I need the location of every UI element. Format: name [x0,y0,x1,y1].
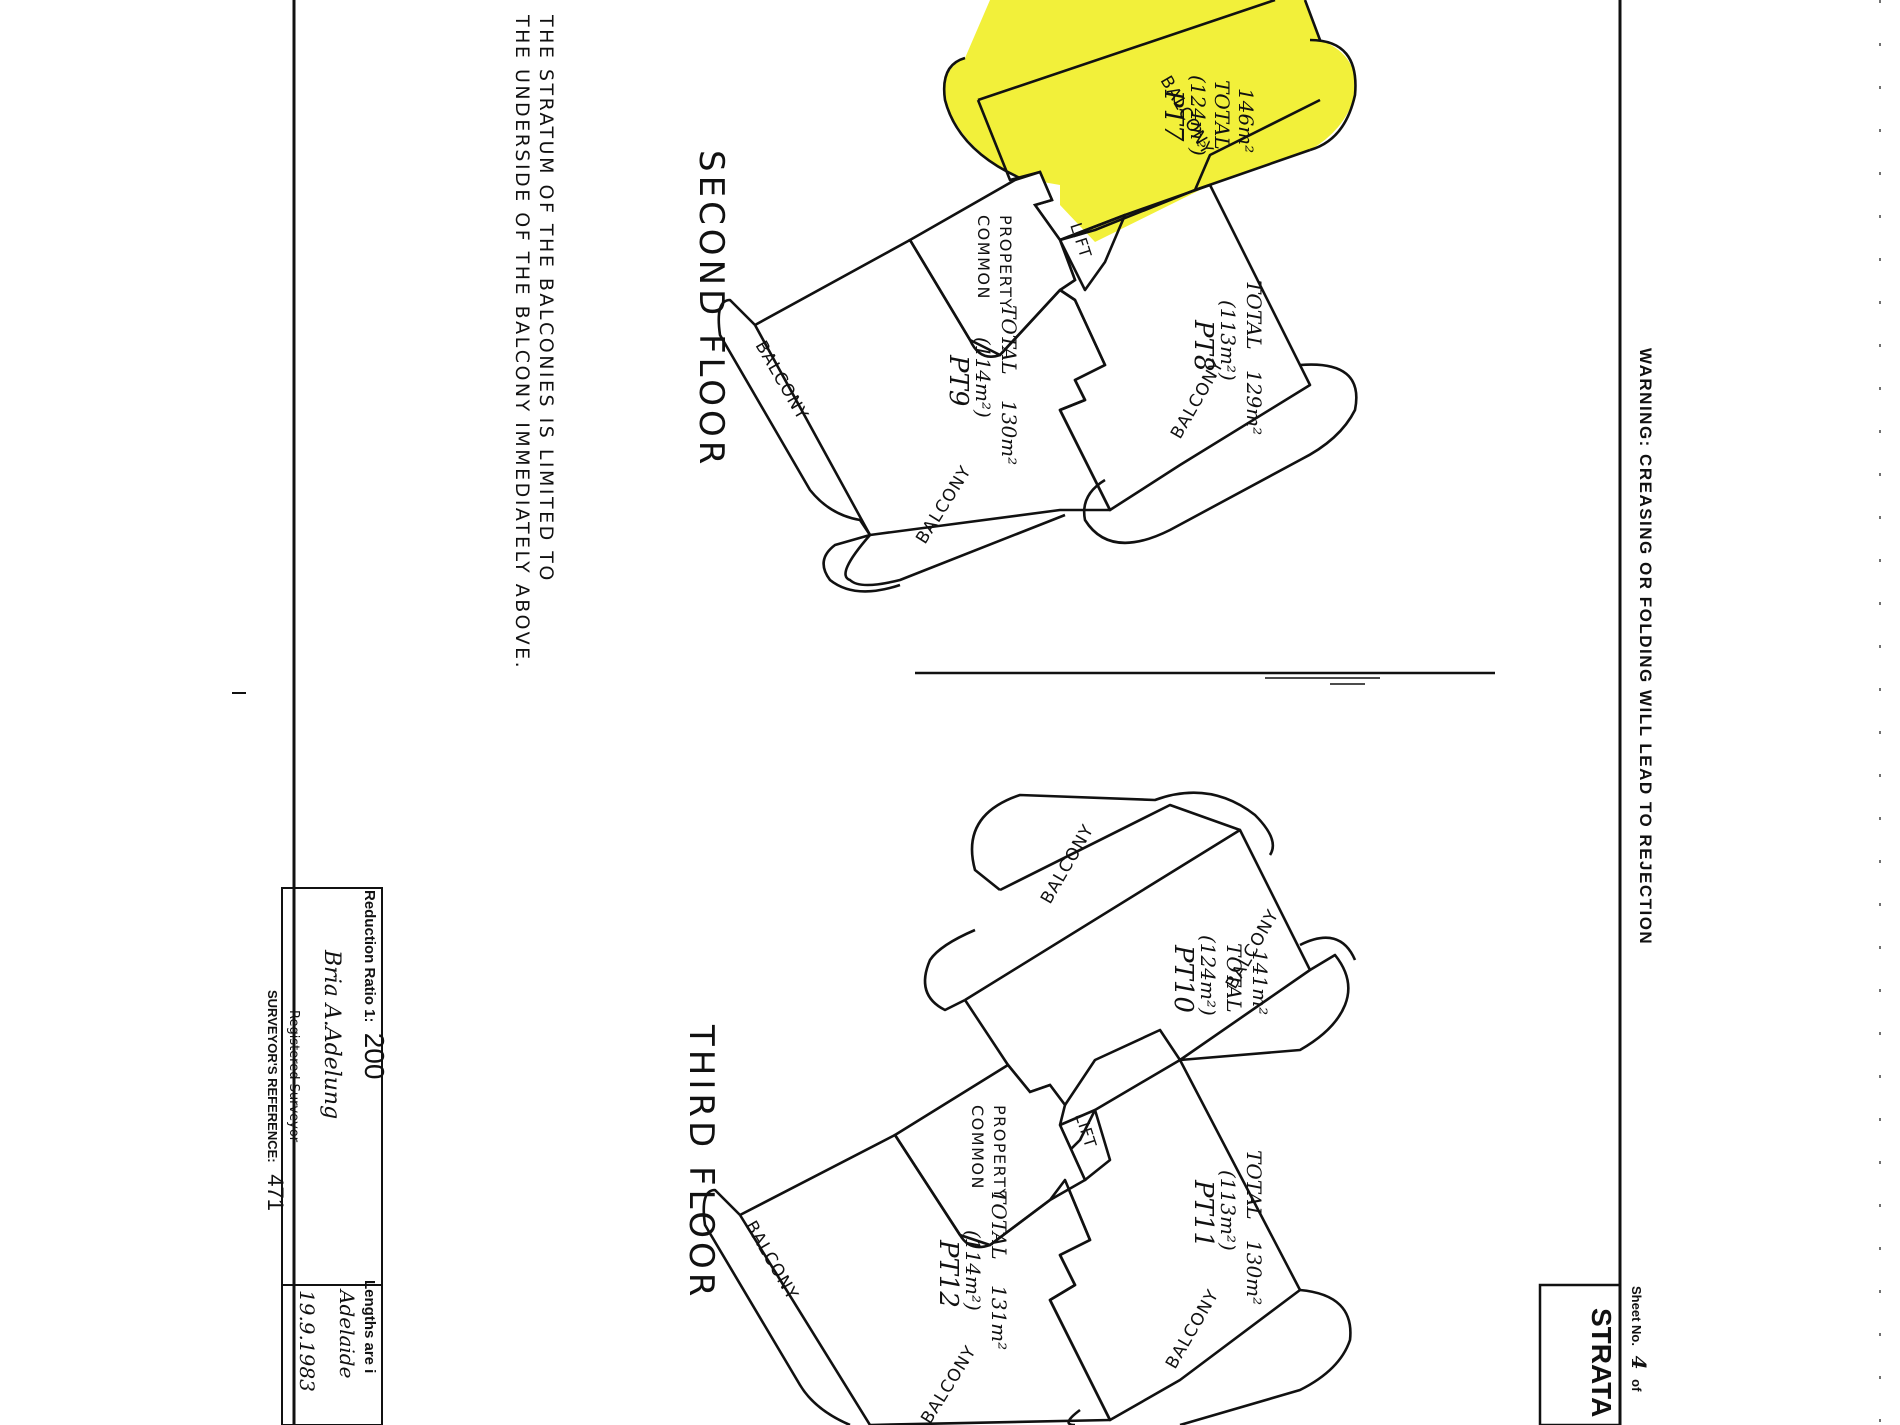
approval-signature: Adelaide [335,1288,359,1378]
common-property-second [908,170,1077,358]
title-block [1538,1283,1622,1425]
svg-text:Adelaide: Adelaide [335,1288,359,1378]
warning-text: WARNING: CREASING OR FOLDING WILL LEAD T… [1636,348,1655,945]
svg-text:Reduction Ratio 1: 200: Reduction Ratio 1: 200 [359,890,390,1079]
pt9-balcony-left [717,298,1066,587]
svg-text:PT10 (124m²) TOTAL: PT10 (124m²) TOTAL 141m² [1168,935,1272,1022]
stratum-note: THE STRATUM OF THE BALCONIES IS LIMITED … [511,14,557,670]
svg-text:BALCONY: BALCONY [912,462,976,547]
pt7-balcony-curve [942,38,1357,180]
lot-pt11-label: PT11 (113m²) TOTAL 130m² [1188,1150,1266,1305]
lift-shaft [1058,213,1127,292]
lot-pt8-label: PT8 (113m²) TOTAL 129m² [1188,280,1266,435]
lot-pt12-label: PT12 (114m²) TOTAL 131m² [933,1190,1011,1350]
svg-text:SURVEYOR'S REFERENCE: 47: SURVEYOR'S REFERENCE: 471 [263,990,288,1211]
svg-text:BALCONY: BALCONY [917,1342,981,1425]
pt8-balcony-right [1082,363,1358,545]
svg-text:Registered Surveyor: Registered Surveyor [286,1010,301,1143]
signing-date: 19.9.1983 [295,1290,319,1392]
strata-title: STRATA [1586,1308,1617,1417]
svg-text:PT9 (114m²) TOTAL: PT9 (114m²) TOTAL 130m² [943,305,1021,465]
svg-text:PT11 (113m²) TOTAL: PT11 (113m²) TOTAL 130m² [1188,1150,1266,1305]
svg-text:BALCONY: BALCONY [751,338,812,424]
svg-text:BALCONY: BALCONY [741,1218,802,1304]
pt12-outline [738,1133,1112,1425]
surveyor-signature: Bria A.Adelung [319,949,344,1119]
surveyor-role: Registered Surveyor [286,1010,301,1143]
svg-text:PT8 (113m²) TOTAL: PT8 (113m²) TOTAL 129m² [1188,280,1266,435]
svg-text:BALCONY: BALCONY [1162,1286,1223,1372]
sheet-number: Sheet No. 4 of [1627,1286,1651,1392]
lengths-note: Lengths are i [361,1280,378,1373]
svg-text:PT12 (114m²) TOTAL: PT12 (114m²) TOTAL 131m² [933,1190,1011,1350]
pt7-outline [976,0,1322,242]
balcony-label-pt12-lower: BALCONY [917,1342,981,1425]
pt9-outline [753,238,1112,537]
pt7-highlight [944,0,1356,242]
reduction-ratio: Reduction Ratio 1: 200 [359,890,390,1079]
pt10-balcony-right [1179,936,1357,1062]
pt9-balcony-lower [822,533,901,593]
warning-banner: WARNING: CREASING OR FOLDING WILL LEAD T… [1636,348,1655,945]
balcony-label-pt10-upper: BALCONY [1037,821,1098,907]
svg-text:THIRD FLOOR: THIRD FLOOR [681,1024,721,1300]
svg-text:19.9.1983: 19.9.1983 [295,1290,319,1392]
lot-pt9-label: PT9 (114m²) TOTAL 130m² [943,305,1021,465]
svg-text:PT7 (124m²) TOTAL: PT7 (124m²) TOTAL 146m² [1158,75,1258,162]
svg-text:SECOND FLOOR: SECOND FLOOR [691,150,731,468]
svg-text:Lengths are i: Lengths are i [361,1280,378,1373]
balcony-label-pt9-left: BALCONY [751,338,812,424]
pt10-balcony-upper [970,791,1275,892]
balcony-label-pt11: BALCONY [1162,1286,1223,1372]
svg-text:STRATA: STRATA [1586,1308,1617,1417]
third-floor-title: THIRD FLOOR [681,1024,721,1300]
lot-pt7-label: PT7 (124m²) TOTAL 146m² [1158,75,1258,162]
surveyor-box [281,887,383,1425]
svg-text:BALCONY: BALCONY [1037,821,1098,907]
second-floor-title: SECOND FLOOR [691,150,731,468]
svg-text:Sheet No. 4 of: Sheet No. 4 of [1627,1286,1651,1392]
pt10-balcony-left-curve [923,928,976,1012]
balcony-label-pt9-lower: BALCONY [912,462,976,547]
lot-pt10-label: PT10 (124m²) TOTAL 141m² [1168,935,1272,1022]
common-property-third [893,1063,1087,1249]
pt12-balcony-left [702,1188,851,1425]
surveyor-reference: SURVEYOR'S REFERENCE: 471 [263,990,288,1211]
svg-text:THE STRATUM OF THE BALCONIES I: THE STRATUM OF THE BALCONIES IS LIMITED … [511,14,557,670]
svg-text:Bria A.Adelung: Bria A.Adelung [319,949,344,1119]
balcony-label-pt12-left: BALCONY [741,1218,802,1304]
